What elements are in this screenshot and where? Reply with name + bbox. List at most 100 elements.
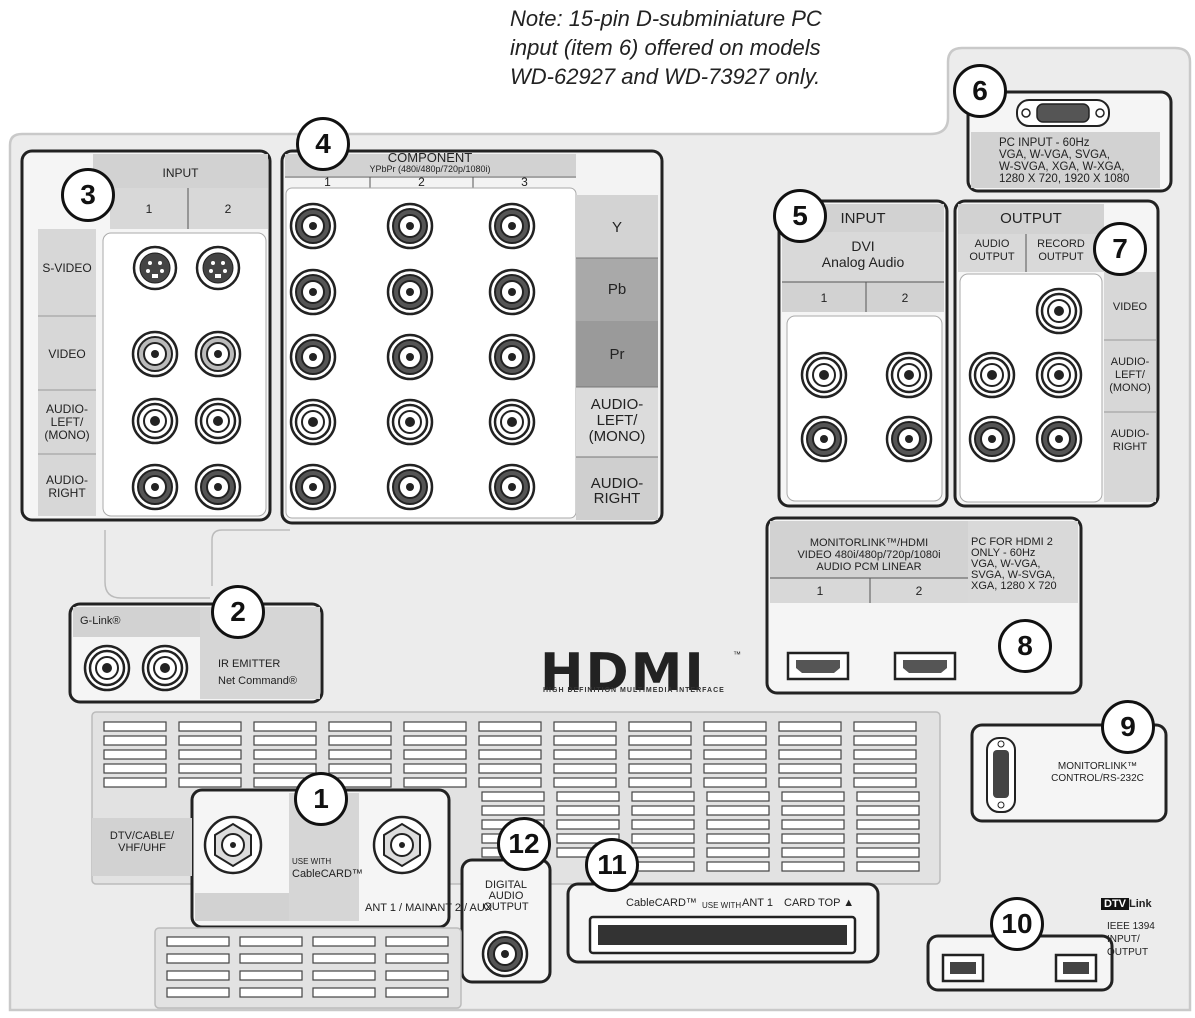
model-note: Note: 15-pin D-subminiature PC input (it… [510, 6, 822, 89]
vent-slat [856, 805, 920, 816]
s4-col-2: 2 [418, 175, 425, 189]
s4-row-y: Y [611, 219, 622, 236]
vent-slat [703, 763, 767, 774]
vent-slat [628, 749, 692, 760]
s4-row-audio-left: AUDIO- LEFT/ (MONO) [588, 396, 646, 445]
s4-row-pb: Pb [607, 281, 627, 298]
vent-slat [403, 749, 467, 760]
s8-col-2: 2 [915, 584, 923, 598]
vent-slat [478, 777, 542, 788]
vent-slat [478, 721, 542, 732]
vent-slat [781, 833, 845, 844]
s5-header: INPUT [840, 210, 886, 227]
hdmi-tm: ™ [733, 650, 741, 659]
vent-slat [628, 735, 692, 746]
vent-slat [403, 721, 467, 732]
s5-subheader: DVI Analog Audio [821, 238, 905, 270]
vent-slat [706, 805, 770, 816]
callout-4: 4 [296, 117, 350, 171]
vent-slat [178, 749, 242, 760]
s7-row-audio-left: AUDIO- LEFT/ (MONO) [1109, 356, 1151, 394]
callout-6: 6 [953, 64, 1007, 118]
s4-subheader: YPbPr (480i/480p/720p/1080i) [369, 164, 491, 174]
vent-slat [628, 721, 692, 732]
vent-slat [403, 763, 467, 774]
vent-slat [253, 735, 317, 746]
s12-digital-audio-output: DIGITAL AUDIO OUTPUT [483, 879, 529, 913]
vent-slat [706, 861, 770, 872]
vent-slat [328, 749, 392, 760]
vent-slat [478, 763, 542, 774]
vent-slat [781, 861, 845, 872]
s4-row-audio-right: AUDIO- RIGHT [590, 475, 644, 507]
vent-slat [239, 953, 303, 964]
vent-slat [385, 936, 449, 947]
vent-slat [856, 847, 920, 858]
vent-slat [781, 819, 845, 830]
s11-card-top: CARD TOP ▲ [784, 897, 855, 909]
vent-slat [312, 953, 376, 964]
vent-slat [853, 777, 917, 788]
vent-slat [166, 953, 230, 964]
vent-slat [103, 777, 167, 788]
s4-header: COMPONENT [387, 150, 473, 165]
dtv-link-logo-b: Link [1129, 898, 1152, 910]
vent-slat [631, 819, 695, 830]
dtv-link-logo-a: DTV [1101, 898, 1129, 910]
vent-slat [853, 749, 917, 760]
vent-slat [553, 763, 617, 774]
s4-row-pr: Pr [609, 346, 625, 363]
callout-11: 11 [585, 838, 639, 892]
vent-slat [403, 735, 467, 746]
vent-slat [103, 763, 167, 774]
vent-slat [103, 721, 167, 732]
vent-slat [385, 970, 449, 981]
vent-slat [553, 749, 617, 760]
vent-slat [481, 791, 545, 802]
s8-header: MONITORLINK™/HDMI VIDEO 480i/480p/720p/1… [797, 537, 941, 573]
callout-2: 2 [211, 585, 265, 639]
hdmi-tagline: HIGH DEFINITION MULTIMEDIA INTERFACE [543, 687, 725, 694]
vent-slat [103, 749, 167, 760]
s5-col-1: 1 [820, 291, 828, 305]
vent-slat [778, 735, 842, 746]
vent-slat [781, 791, 845, 802]
s11-ant1: ANT 1 [742, 897, 773, 909]
vent-slat [706, 819, 770, 830]
vent-slat [239, 987, 303, 998]
vent-slat [631, 805, 695, 816]
vent-slat [166, 936, 230, 947]
vent-slat [328, 721, 392, 732]
vent-slat [703, 735, 767, 746]
vent-slat [166, 970, 230, 981]
s5-col-2: 2 [901, 291, 909, 305]
vent-slat [706, 847, 770, 858]
vent-slat [706, 791, 770, 802]
vent-slat [778, 721, 842, 732]
callout-12: 12 [497, 817, 551, 871]
vent-slat [312, 970, 376, 981]
vent-slat [856, 833, 920, 844]
vent-slat [781, 847, 845, 858]
s3-header: INPUT [162, 166, 199, 180]
vent-slat [478, 749, 542, 760]
vent-slat [553, 721, 617, 732]
vent-slat [631, 791, 695, 802]
vent-slat [631, 847, 695, 858]
s9-monitorlink-control: MONITORLINK™ CONTROL/RS-232C [1051, 761, 1144, 784]
vent-slat [853, 763, 917, 774]
callout-9: 9 [1101, 700, 1155, 754]
vent-slat [385, 953, 449, 964]
vent-slat [856, 861, 920, 872]
s11-cablecard: CableCARD™ [626, 897, 697, 909]
vent-slat [166, 987, 230, 998]
vent-slat [239, 936, 303, 947]
vent-slat [703, 777, 767, 788]
s11-use-with: USE WITH [702, 901, 742, 910]
s10-ieee1394-label: IEEE 1394 INPUT/ OUTPUT [1107, 921, 1155, 958]
s3-row-audio-left: AUDIO- LEFT/ (MONO) [44, 402, 90, 442]
s7-row-video: VIDEO [1112, 301, 1148, 313]
vent-slat [706, 833, 770, 844]
